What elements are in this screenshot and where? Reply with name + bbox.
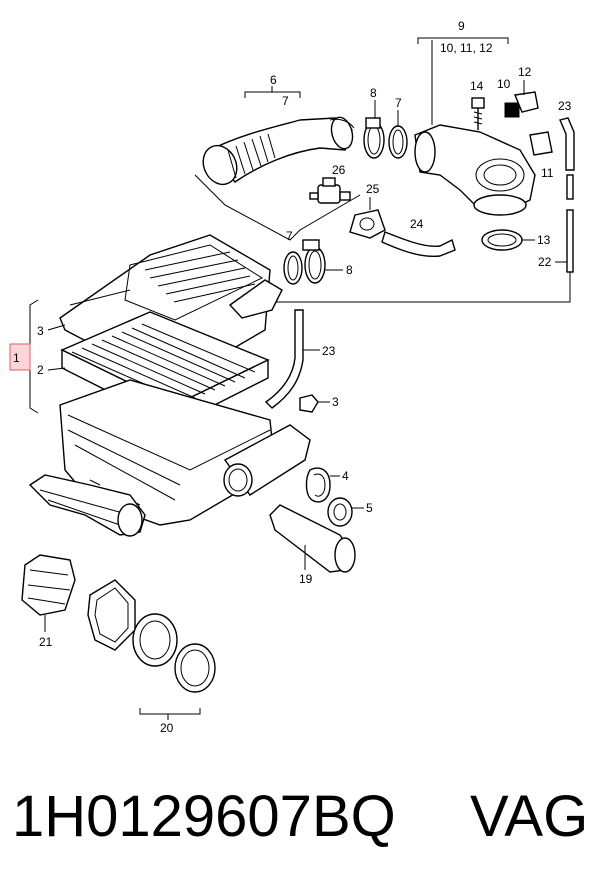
outlet-pipe <box>223 424 311 497</box>
callout-1: 1 <box>13 351 20 365</box>
callout-21: 21 <box>39 635 53 649</box>
callout-12: 12 <box>518 65 532 79</box>
callout-5: 5 <box>366 501 373 515</box>
gasket-ring <box>87 579 136 651</box>
cap-5 <box>327 497 353 527</box>
callout-25: 25 <box>366 182 380 196</box>
ring-7-middle <box>283 251 303 285</box>
parts-diagram: 6 7 8 7 9 10, 11, 12 14 10 12 <box>9 19 575 735</box>
callout-7b: 7 <box>395 96 402 110</box>
mesh-disc <box>174 643 216 693</box>
oring-4 <box>305 467 331 503</box>
callout-9: 9 <box>458 19 465 33</box>
callout-6: 6 <box>270 73 277 87</box>
callout-14: 14 <box>470 79 484 93</box>
air-filter-housing <box>59 379 276 526</box>
clip-10 <box>504 102 520 118</box>
callout-8a: 8 <box>370 86 377 100</box>
callout-20: 20 <box>160 721 174 735</box>
callout-23a: 23 <box>558 99 572 113</box>
callout-13: 13 <box>537 233 551 247</box>
grommet-3 <box>299 394 319 413</box>
brand-text: VAG <box>470 784 589 849</box>
callout-26: 26 <box>332 163 346 177</box>
hose-23-middle <box>264 309 304 409</box>
callout-24: 24 <box>410 217 424 231</box>
callout-4: 4 <box>342 469 349 483</box>
hose-24 <box>381 231 456 258</box>
intake-housing-9 <box>414 124 536 216</box>
bracket-25 <box>349 209 386 239</box>
callout-1-highlight <box>9 343 31 371</box>
callout-7a: 7 <box>282 94 289 108</box>
callout-8b: 8 <box>346 263 353 277</box>
part-21 <box>21 554 76 616</box>
bracket-12 <box>514 91 539 113</box>
intake-hose <box>202 116 355 186</box>
callout-9-sub: 10, 11, 12 <box>440 41 493 55</box>
hose-23-top <box>559 117 575 171</box>
tube-22 <box>566 174 574 273</box>
callout-7c: 7 <box>286 229 293 243</box>
callout-22: 22 <box>538 255 552 269</box>
clamp-8-middle <box>302 239 326 284</box>
flange <box>132 613 178 667</box>
callout-23b: 23 <box>322 344 336 358</box>
part-number-text: 1H0129607BQ <box>12 784 396 849</box>
valve-26 <box>309 177 351 204</box>
callout-10: 10 <box>497 77 511 91</box>
callout-2: 2 <box>37 363 44 377</box>
bolt-14 <box>471 97 485 130</box>
callout-11: 11 <box>541 166 554 180</box>
callout-3a: 3 <box>37 324 44 338</box>
ring-7-top <box>388 125 408 159</box>
clip-11 <box>529 131 553 156</box>
clamp-8-top <box>363 117 385 159</box>
callout-19: 19 <box>299 572 313 586</box>
ring-13 <box>481 229 523 251</box>
intake-duct <box>28 474 146 537</box>
hose-19 <box>269 504 356 573</box>
callout-3b: 3 <box>332 395 339 409</box>
